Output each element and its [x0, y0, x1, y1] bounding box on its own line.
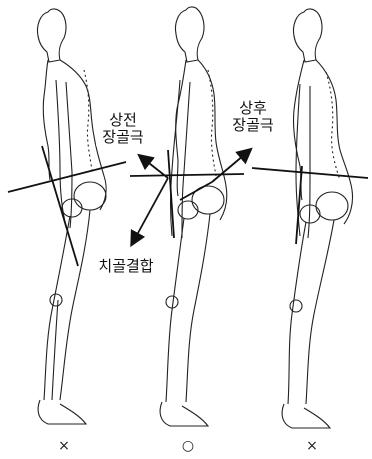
verdict-middle: ○: [176, 438, 200, 454]
tilt-line-middle: [130, 174, 244, 176]
psis-label: 상후 장골극: [226, 100, 280, 134]
tilt-line-left: [8, 162, 126, 192]
psis-label-line1: 상후: [227, 100, 279, 117]
arrow-psis: [212, 150, 250, 182]
pointer-arrows: [132, 150, 250, 244]
pubic-symphysis-label: 치골결합: [86, 258, 166, 275]
figure-right: [282, 9, 352, 428]
arrow-pubic: [132, 178, 168, 244]
psis-label-line2: 장골극: [227, 117, 279, 134]
asis-label-line2: 장골극: [97, 129, 149, 146]
verdict-left: ×: [52, 438, 76, 454]
verdict-right: ×: [300, 438, 324, 454]
asis-label: 상전 장골극: [96, 112, 150, 146]
figure-middle: [160, 7, 227, 426]
asis-label-line1: 상전: [97, 112, 149, 129]
arrow-psis-stem-1: [180, 182, 212, 200]
figure-left: [37, 9, 106, 424]
